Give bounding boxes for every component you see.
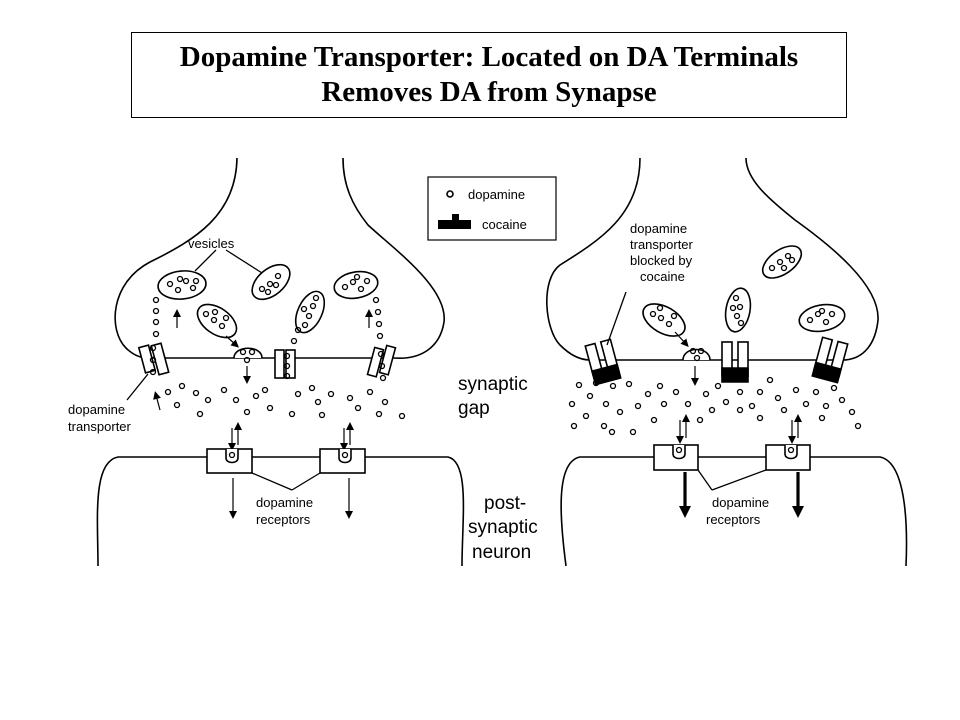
vesicle [724, 287, 752, 333]
dopamine-legend-icon [446, 190, 454, 198]
vesicle [294, 290, 326, 334]
transporter-label-line-1: dopamine [68, 402, 125, 417]
right-receptors-label-line-1: dopamine [712, 495, 769, 510]
left-label-leaders [126, 373, 321, 491]
right-label-leaders [606, 291, 767, 491]
left-presynaptic-terminal [114, 157, 445, 359]
title-box: Dopamine Transporter: Located on DA Term… [131, 32, 847, 118]
release-site-left [233, 347, 263, 359]
cocaine-legend-icon [438, 214, 471, 229]
vesicle [157, 270, 207, 300]
synaptic-gap-label-line-1: synaptic [458, 374, 528, 395]
blocked-label-line-4: cocaine [640, 269, 685, 284]
post-synaptic-label-line-3: neuron [472, 542, 531, 563]
blocked-label-line-3: blocked by [630, 253, 693, 268]
vesicles-label: vesicles [188, 236, 235, 251]
legend-dopamine-label: dopamine [468, 187, 525, 202]
title-line-1: Dopamine Transporter: Located on DA Term… [179, 41, 799, 73]
right-transporters [584, 336, 849, 386]
left-postsynaptic-neuron [96, 456, 465, 567]
post-synaptic-label-line-2: synaptic [468, 517, 538, 538]
vesicle [196, 303, 238, 339]
left-arrows [153, 309, 373, 519]
receptor-right-2 [765, 444, 811, 471]
synaptic-gap-label-line-2: gap [458, 398, 490, 419]
left-transported-dopamine [149, 296, 387, 382]
post-synaptic-label-line-1: post- [484, 493, 526, 514]
right-presynaptic-terminal [546, 157, 879, 361]
right-gap-dopamine [568, 347, 862, 436]
vesicle [798, 303, 846, 333]
blocked-transporter-3 [811, 336, 849, 384]
blocked-label-line-1: dopamine [630, 221, 687, 236]
legend: dopamine cocaine [427, 176, 557, 241]
left-vesicles-leaders [194, 249, 263, 274]
blocked-transporter-1 [584, 338, 622, 386]
right-synapse [546, 157, 908, 567]
receptor-left-2 [319, 448, 366, 474]
left-receptors-label-line-1: dopamine [256, 495, 313, 510]
receptor-right-1 [653, 444, 699, 471]
legend-cocaine-label: cocaine [482, 217, 527, 232]
left-receptors-label-line-2: receptors [256, 512, 311, 527]
right-postsynaptic-neuron [560, 456, 908, 567]
vesicle [642, 303, 686, 337]
transporter-left-3 [366, 344, 397, 378]
receptor-left-1 [206, 448, 253, 474]
vesicle [333, 270, 379, 300]
right-bold-arrows [679, 472, 804, 518]
blocked-transporter-2 [721, 341, 749, 383]
left-receptors [206, 448, 366, 474]
right-receptors [653, 444, 811, 471]
right-receptors-label-line-2: receptors [706, 512, 761, 527]
right-arrows [674, 331, 802, 444]
transporter-label-line-2: transporter [68, 419, 132, 434]
blocked-label-line-2: transporter [630, 237, 694, 252]
left-transporters [137, 342, 397, 379]
title-line-2: Removes DA from Synapse [321, 76, 657, 108]
left-vesicles [157, 263, 379, 339]
right-vesicles [642, 245, 846, 337]
left-gap-dopamine [164, 382, 406, 420]
release-site-right [682, 348, 711, 361]
